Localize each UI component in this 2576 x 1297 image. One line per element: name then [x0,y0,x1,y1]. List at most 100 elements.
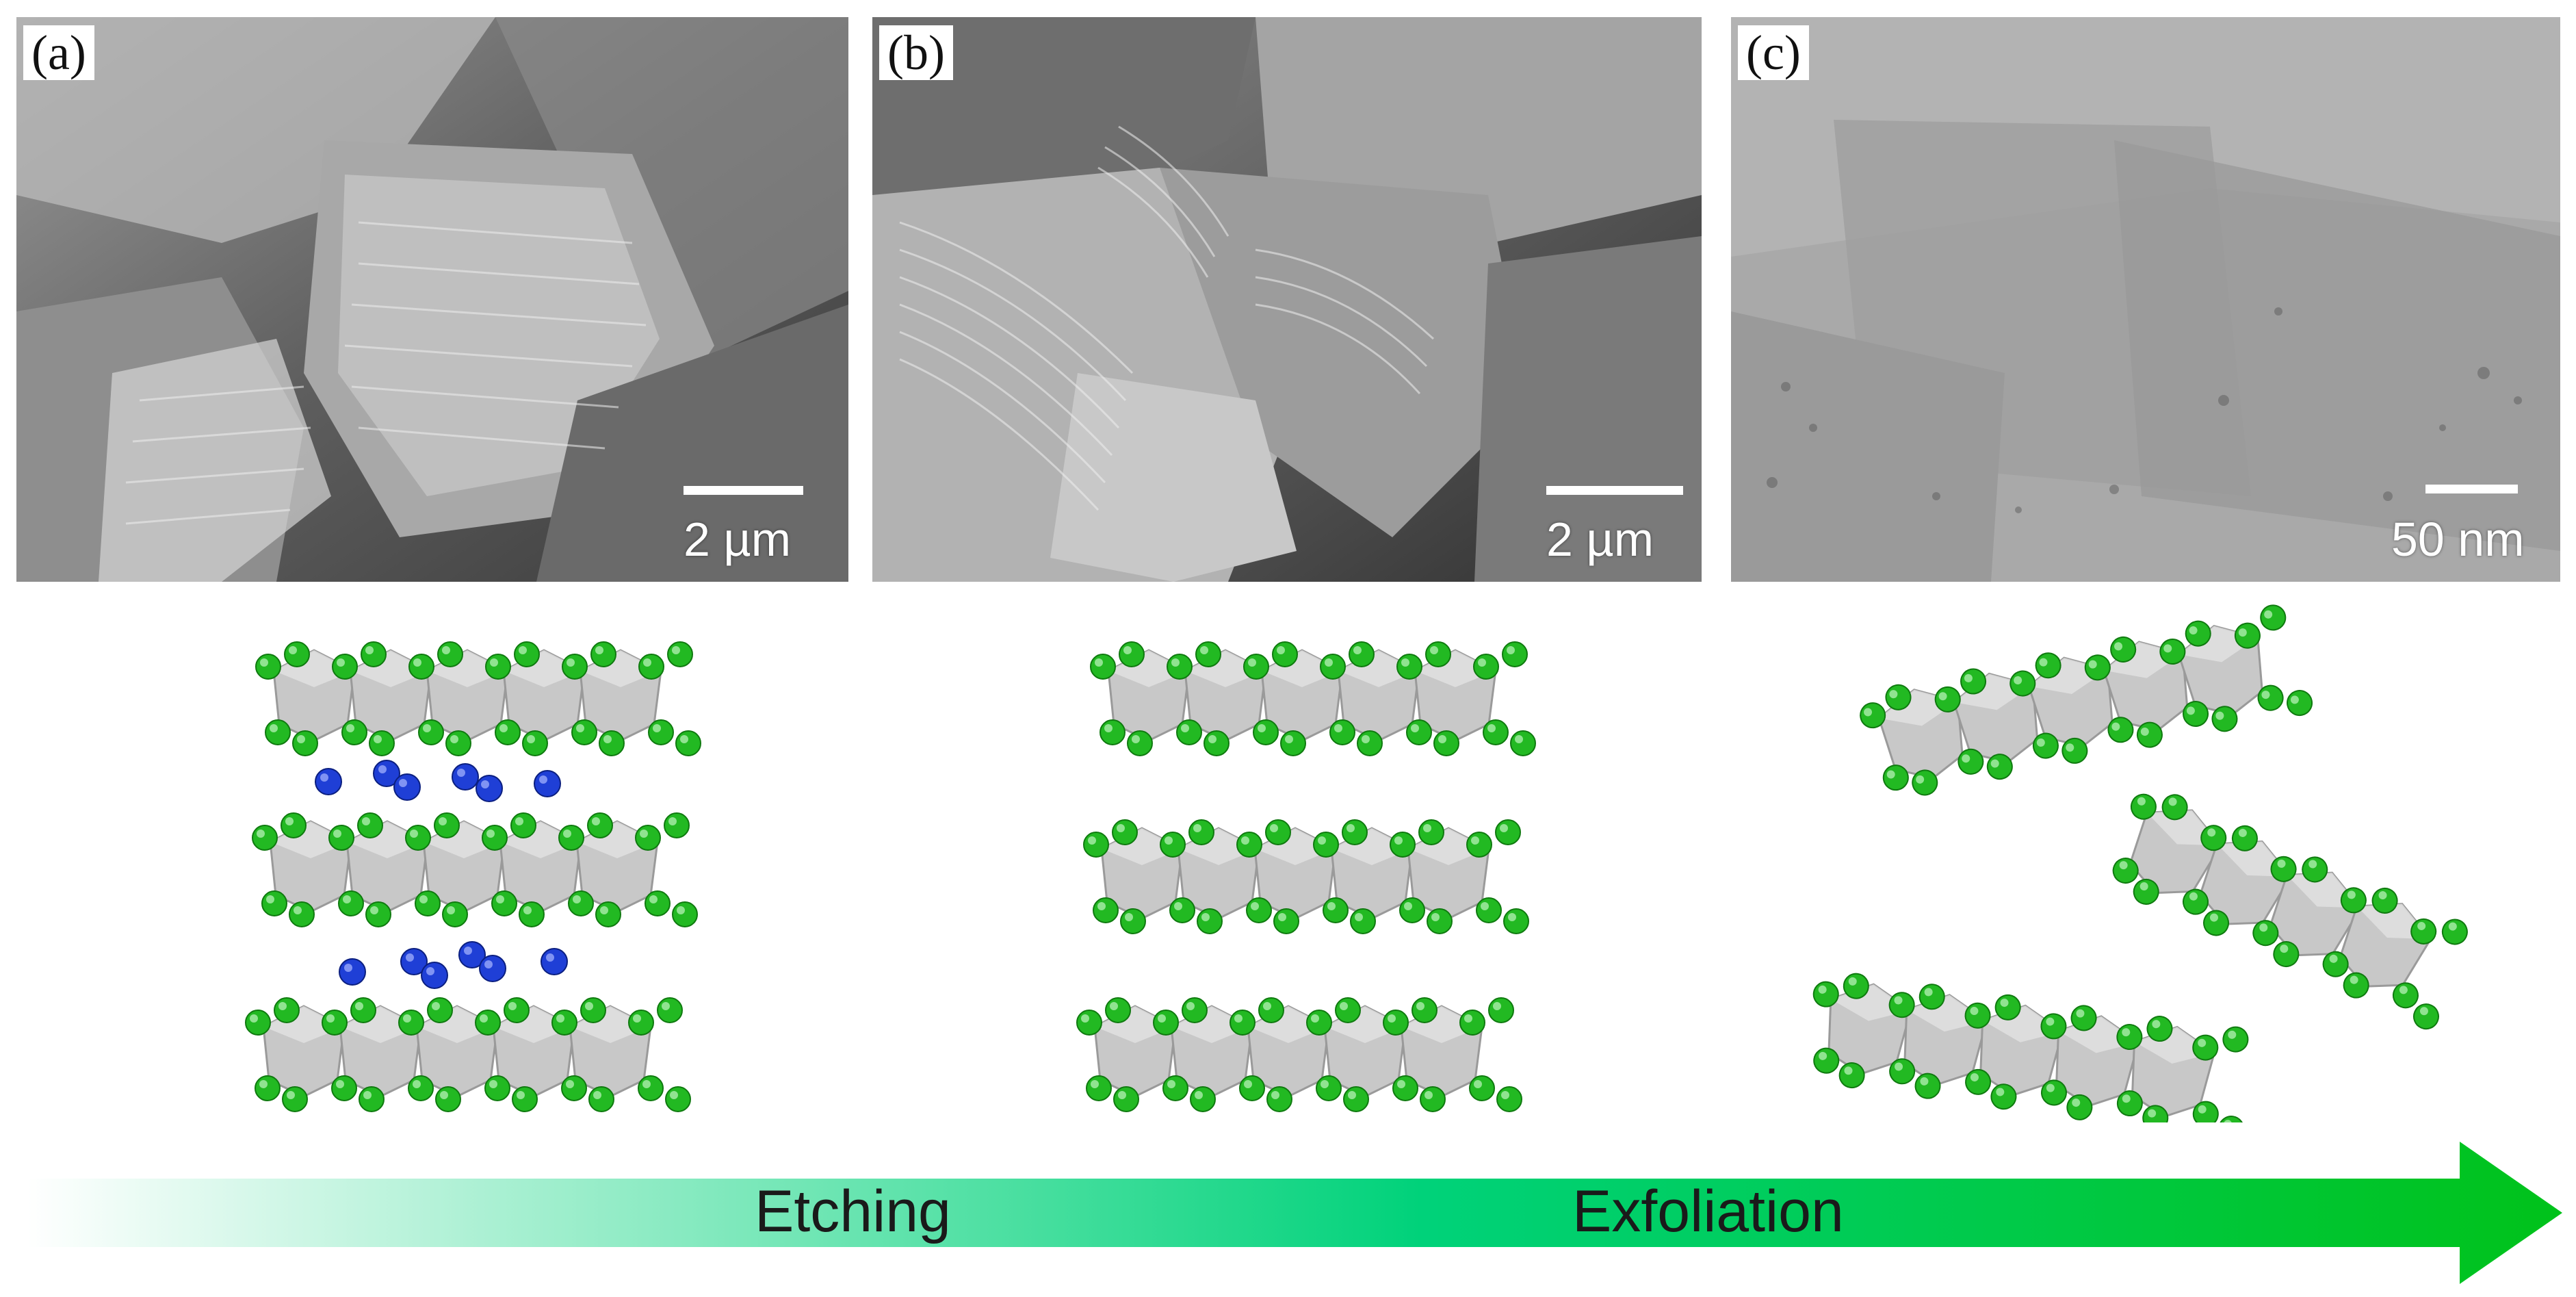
halide-atom [1483,719,1509,745]
atom-highlight [1110,1002,1118,1010]
atom-highlight [496,895,504,903]
atom-highlight [2039,658,2048,667]
atom-highlight [2209,913,2218,922]
octahedral-layer [1860,604,2313,796]
halide-atom [475,1010,501,1036]
halide-atom [664,812,690,838]
atom-highlight [2215,711,2224,720]
atom-highlight [1501,1091,1509,1099]
atom-highlight [2088,660,2097,669]
atom-highlight [519,646,527,654]
ion-highlight [539,775,547,784]
atom-highlight [499,724,508,732]
halide-atom [571,719,597,745]
halide-atom [338,890,364,916]
atom-highlight [2152,1020,2161,1029]
halide-atom [2392,982,2419,1009]
halide-atom [2231,825,2258,851]
atom-highlight [1464,1014,1472,1023]
halide-atom [1323,897,1349,923]
halide-atom [1425,641,1451,667]
halide-atom [1197,908,1223,934]
atom-highlight [2378,891,2387,900]
sem-texture-a [16,17,848,582]
octahedral-layer [1090,641,1536,756]
halide-atom [595,901,621,927]
atom-highlight [410,830,418,838]
atom-highlight [270,724,278,732]
atom-highlight [1938,692,1947,701]
halide-atom [289,901,315,927]
halide-atom [1411,997,1437,1023]
halide-atom [1510,730,1536,756]
atom-highlight [2238,628,2247,637]
atom-highlight [1258,724,1266,732]
halide-atom [2260,604,2287,631]
atom-highlight [595,646,603,654]
atom-highlight [1355,913,1363,921]
halide-atom [442,901,468,927]
halide-atom [281,812,307,838]
halide-atom [1420,1086,1446,1112]
intercalated-ion [421,962,448,989]
atom-highlight [1171,658,1180,667]
halide-atom [445,730,471,756]
halide-atom [274,997,300,1023]
halide-atom [1188,819,1214,845]
octahedron-face [1401,1006,1482,1043]
atom-highlight [603,735,612,743]
halide-atom [1195,641,1221,667]
halide-atom [1230,1010,1256,1036]
exfoliation-label: Exfoliation [1572,1179,1844,1244]
halide-atom [418,719,444,745]
atom-highlight [403,1014,411,1023]
atom-highlight [2198,1038,2207,1047]
sem-texture-b [872,17,1702,582]
octahedron-face [1262,650,1342,687]
halide-atom [265,719,291,745]
octahedron-face [347,821,428,858]
atom-highlight [1493,1002,1501,1010]
intercalated-ion [315,768,342,795]
halide-atom [675,730,701,756]
atom-highlight [355,1002,363,1010]
atom-highlight [2277,859,2286,868]
atom-highlight [523,906,532,914]
halide-atom [2112,858,2139,884]
atom-highlight [677,906,685,914]
octahedral-layer [1812,973,2249,1122]
atom-highlight [1208,735,1217,743]
atom-highlight [662,1002,670,1010]
halide-atom [328,825,354,851]
halide-atom [1459,1010,1485,1036]
halide-atom [2161,794,2188,821]
atom-highlight [653,724,661,732]
halide-atom [1100,719,1126,745]
halide-atom [2302,856,2328,883]
halide-atom [2340,887,2367,914]
halide-atom [2133,878,2159,905]
atom-highlight [1362,735,1370,743]
atom-highlight [556,1014,564,1023]
atom-highlight [287,1091,295,1099]
halide-atom [2273,941,2300,968]
atom-highlight [1123,646,1132,654]
tem-image-c: (c) 50 nm [1731,17,2560,582]
sem-image-b: (b) 2 µm [872,17,1702,582]
atom-highlight [489,1080,497,1088]
atom-highlight [517,1091,525,1099]
ion-highlight [464,947,472,955]
atom-highlight [1251,902,1259,910]
halide-atom [1399,897,1425,923]
atom-highlight [432,1002,440,1010]
halide-atom [1167,654,1193,680]
halide-atom [1169,897,1195,923]
halide-atom [261,890,287,916]
halide-atom [1258,997,1284,1023]
halide-atom [1392,1075,1418,1101]
halide-atom [1280,730,1306,756]
atom-highlight [337,658,345,667]
sem-image-a: (a) 2 µm [16,17,848,582]
halide-atom [322,1010,348,1036]
halide-atom [1266,1086,1292,1112]
